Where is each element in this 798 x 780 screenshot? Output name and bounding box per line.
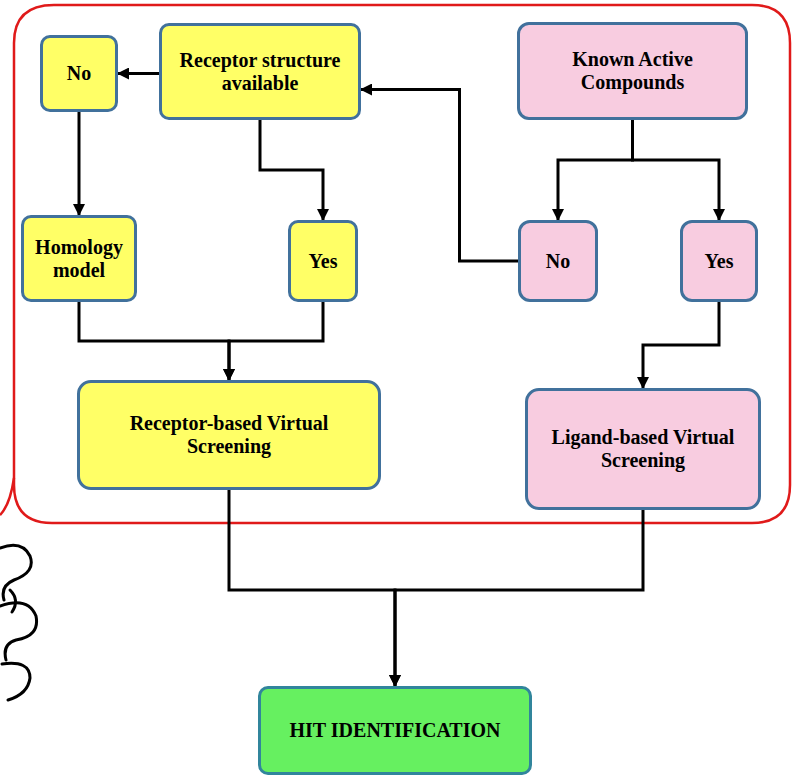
node-text: Known Active Compounds [528, 48, 737, 94]
node-text: Receptor structure available [170, 49, 350, 95]
node-text: Homology model [32, 236, 126, 282]
flow-arrow [229, 302, 323, 380]
decision-box: No [518, 220, 598, 302]
node-text: No [546, 250, 570, 273]
flow-arrow [118, 72, 159, 75]
node-text: No [67, 62, 91, 85]
process-box: Ligand-based Virtual Screening [525, 388, 761, 510]
flow-arrow [558, 120, 633, 220]
molecule-sketch [0, 545, 37, 700]
group-frame [14, 5, 790, 523]
node-text: Receptor-based Virtual Screening [88, 412, 370, 458]
process-box: Known Active Compounds [517, 22, 748, 120]
node-text: Yes [309, 250, 338, 273]
frame-tail [0, 478, 14, 515]
result-box: HIT IDENTIFICATION [258, 686, 532, 775]
flow-arrow [633, 120, 720, 220]
process-box: Receptor structure available [159, 23, 361, 120]
decision-box: Yes [288, 220, 358, 302]
node-text: Yes [705, 250, 734, 273]
node-text: HIT IDENTIFICATION [290, 719, 501, 742]
flow-arrow [79, 302, 229, 380]
node-text: Ligand-based Virtual Screening [536, 426, 750, 472]
process-box: Homology model [21, 215, 137, 302]
flow-arrow [361, 90, 518, 262]
decision-box: Yes [680, 220, 758, 302]
flow-arrow [229, 490, 395, 686]
process-box: Receptor-based Virtual Screening [77, 380, 381, 490]
decision-box: No [40, 35, 118, 112]
flow-arrow [78, 112, 81, 215]
flow-arrow [395, 510, 643, 686]
flow-arrow [643, 302, 719, 388]
flow-arrow [260, 120, 323, 220]
